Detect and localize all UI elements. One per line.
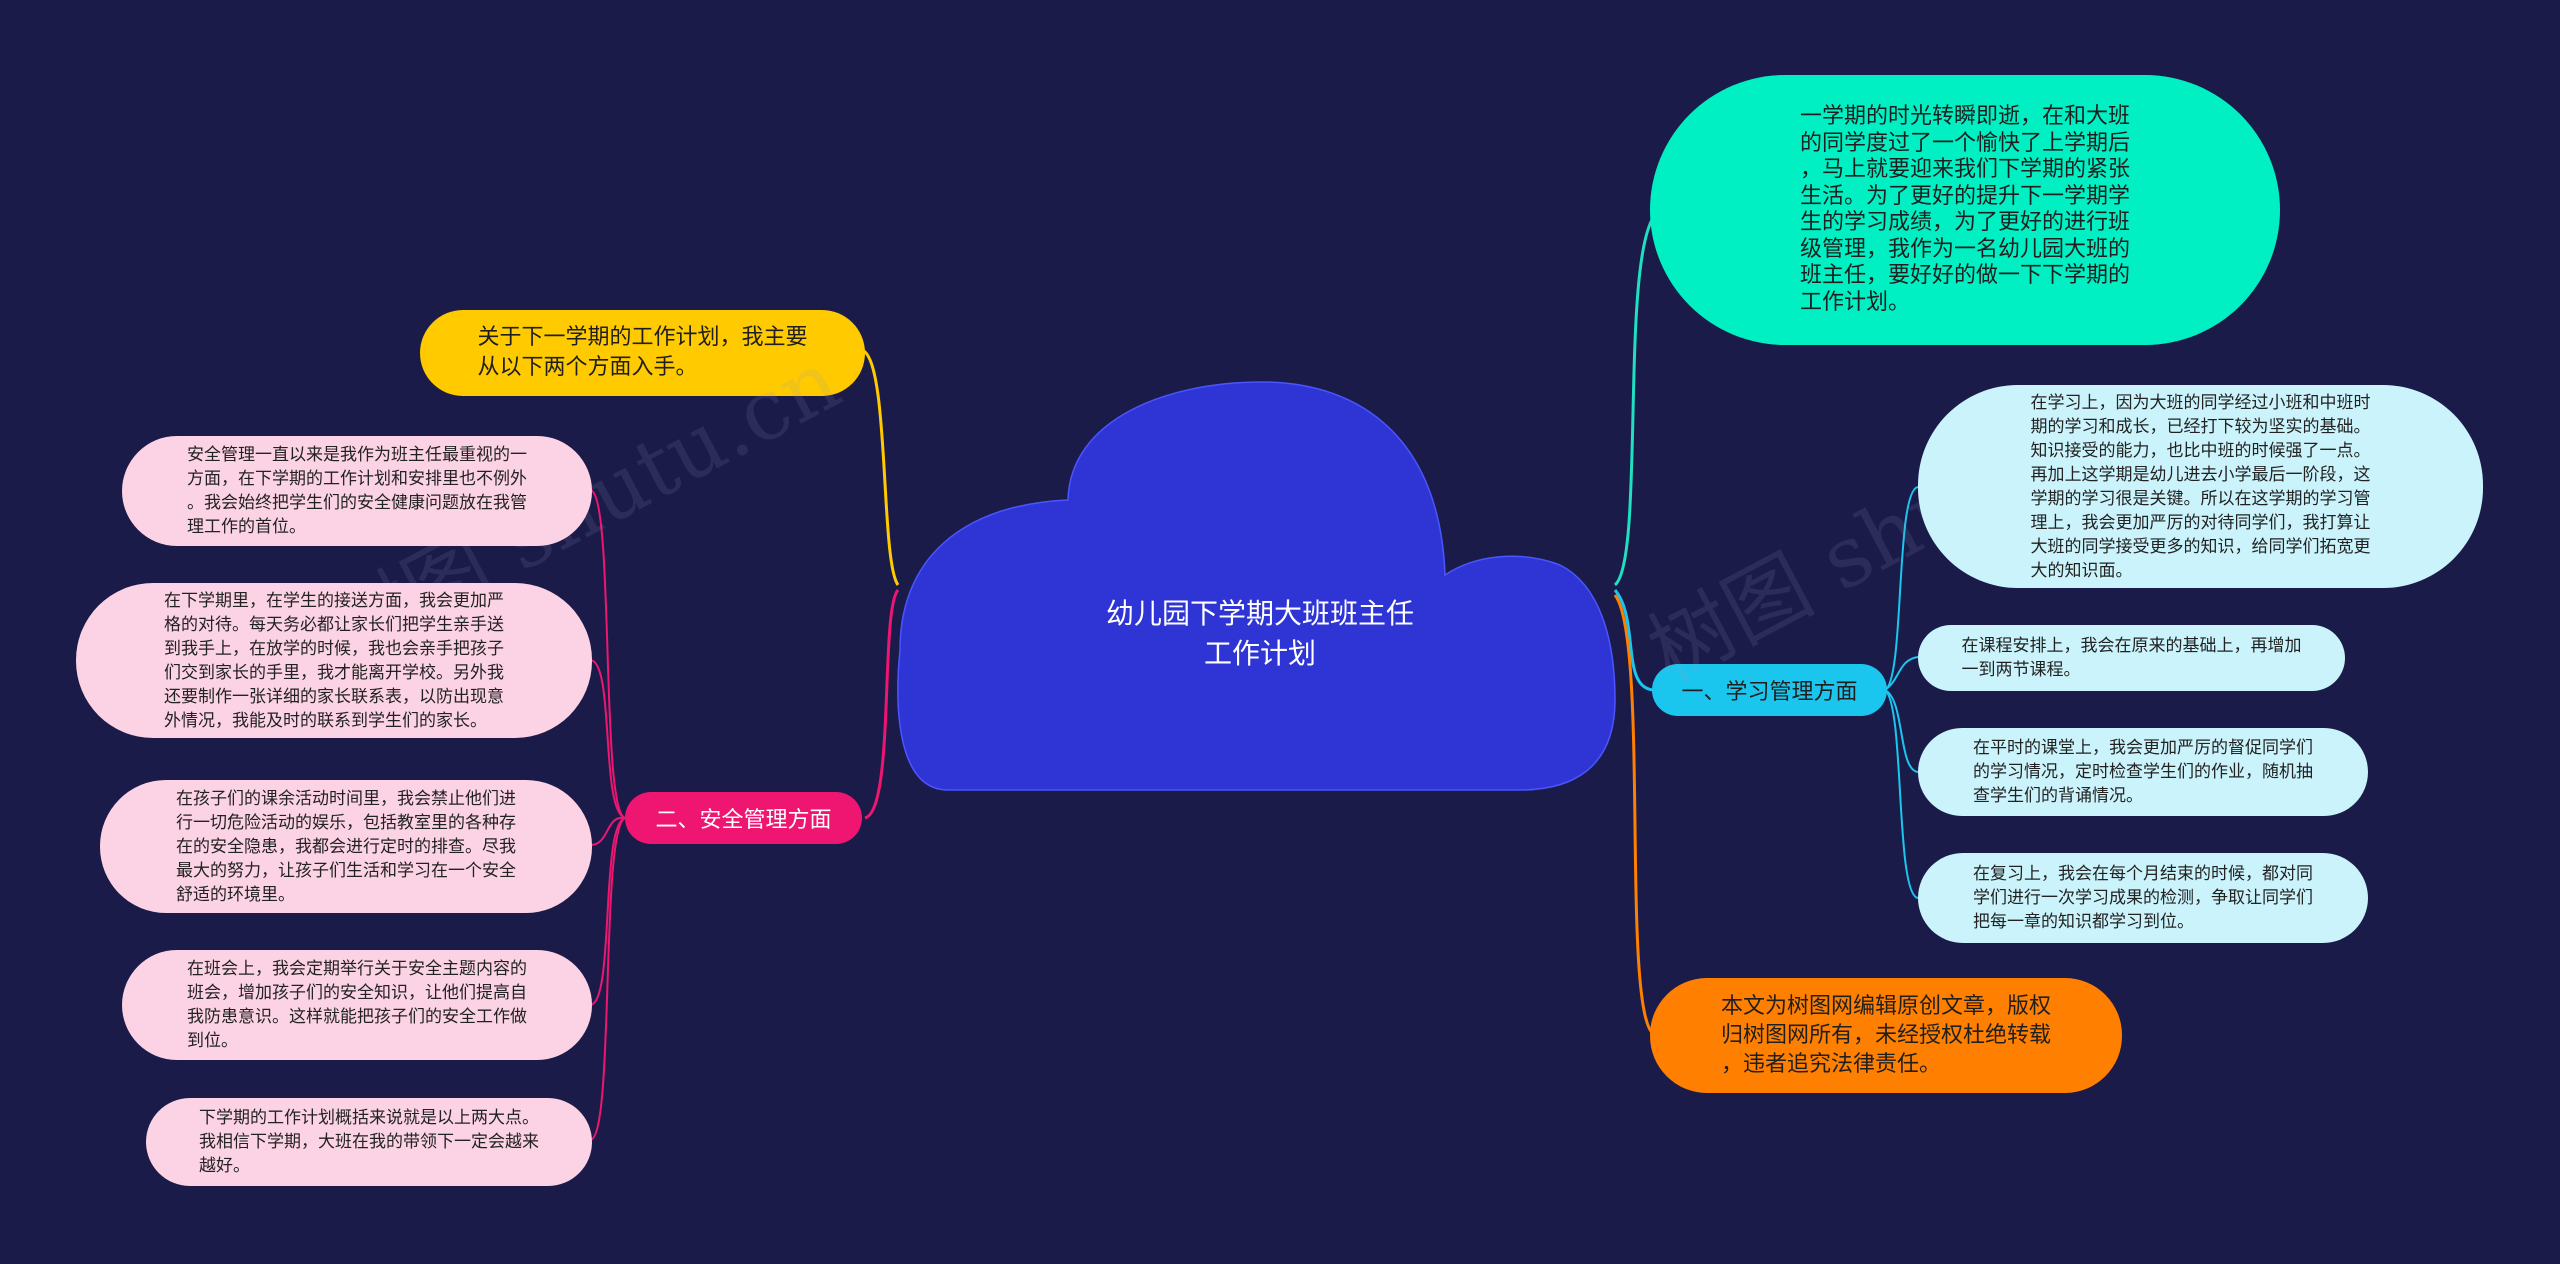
connector-study-2 <box>1884 656 1919 691</box>
study-item-2[interactable]: 在课程安排上，我会在原来的基础上，再增加 一到两节课程。 <box>1918 625 2345 691</box>
intro-left-shape <box>420 310 865 396</box>
study-label-shape <box>1652 664 1887 716</box>
safety-item-text: 下学期的工作计划概括来说就是以上两大点。 我相信下学期，大班在我的带领下一定会越… <box>199 1108 539 1176</box>
safety-item-text: 安全管理一直以来是我作为班主任最重视的一 方面，在下学期的工作计划和安排里也不例… <box>187 445 527 537</box>
intro-right-text: 一学期的时光转瞬即逝，在和大班 的同学度过了一个愉快了上学期后 ，马上就要迎来我… <box>1799 104 2130 315</box>
safety-item-1[interactable]: 安全管理一直以来是我作为班主任最重视的一 方面，在下学期的工作计划和安排里也不例… <box>122 436 592 546</box>
study-item-3[interactable]: 在平时的课堂上，我会更加严厉的督促同学们 的学习情况，定时检查学生们的作业，随机… <box>1918 728 2368 816</box>
connector-safety-2 <box>589 659 626 819</box>
safety-item-4[interactable]: 在班会上，我会定期举行关于安全主题内容的 班会，增加孩子们的安全知识，让他们提高… <box>122 950 592 1060</box>
intro-right-node[interactable]: 一学期的时光转瞬即逝，在和大班 的同学度过了一个愉快了上学期后 ，马上就要迎来我… <box>1650 75 2280 345</box>
study-label-text: 一、学习管理方面 <box>1681 680 1858 705</box>
copyright-text: 本文为树图网编辑原创文章，版权 归树图网所有，未经授权杜绝转载 ，违者追究法律责… <box>1720 994 2051 1077</box>
safety-item-5[interactable]: 下学期的工作计划概括来说就是以上两大点。 我相信下学期，大班在我的带领下一定会越… <box>146 1098 592 1186</box>
safety-item-text: 在孩子们的课余活动时间里，我会禁止他们进 行一切危险活动的娱乐，包括教室里的各种… <box>176 788 516 905</box>
study-item-text: 在学习上，因为大班的同学经过小班和中班时 期的学习和成长，已经打下较为坚实的基础… <box>2030 392 2371 581</box>
study-item-text: 在课程安排上，我会在原来的基础上，再增加 一到两节课程。 <box>1961 636 2302 680</box>
connector-study-4 <box>1884 689 1919 899</box>
safety-branch-label[interactable]: 二、安全管理方面 <box>625 792 862 844</box>
connector-root-intro <box>1613 214 1657 587</box>
root-cloud-shape <box>897 381 1616 791</box>
study-item-4[interactable]: 在复习上，我会在每个月结束的时候，都对同 学们进行一次学习成果的检测，争取让同学… <box>1918 853 2368 943</box>
copyright-shape <box>1650 978 2122 1093</box>
connector-root-safety <box>864 589 900 820</box>
safety-label-text: 二、安全管理方面 <box>655 808 832 833</box>
copyright-node[interactable]: 本文为树图网编辑原创文章，版权 归树图网所有，未经授权杜绝转载 ，违者追究法律责… <box>1650 978 2122 1093</box>
connector-safety-3 <box>589 816 626 846</box>
intro-left-text: 关于下一学期的工作计划，我主要 从以下两个方面入手。 <box>477 325 808 380</box>
connector-root-study <box>1613 589 1656 692</box>
connector-safety-4 <box>589 817 626 1006</box>
safety-item-text: 在班会上，我会定期举行关于安全主题内容的 班会，增加孩子们的安全知识，让他们提高… <box>187 959 527 1051</box>
connector-root-intro-left <box>861 348 900 586</box>
study-item-text: 在复习上，我会在每个月结束的时候，都对同 学们进行一次学习成果的检测，争取让同学… <box>1973 864 2313 932</box>
study-item-text: 在平时的课堂上，我会更加严厉的督促同学们 的学习情况，定时检查学生们的作业，随机… <box>1973 738 2313 806</box>
safety-item-3[interactable]: 在孩子们的课余活动时间里，我会禁止他们进 行一切危险活动的娱乐，包括教室里的各种… <box>100 780 592 913</box>
intro-left-node[interactable]: 关于下一学期的工作计划，我主要 从以下两个方面入手。 <box>420 310 865 396</box>
study-item-1[interactable]: 在学习上，因为大班的同学经过小班和中班时 期的学习和成长，已经打下较为坚实的基础… <box>1918 385 2483 588</box>
connector-study-1 <box>1884 486 1919 691</box>
connector-safety-1 <box>589 489 626 819</box>
connector-root-copyright <box>1613 594 1656 1037</box>
safety-item-2[interactable]: 在下学期里，在学生的接送方面，我会更加严 格的对待。每天务必都让家长们把学生亲手… <box>76 583 592 738</box>
study-branch-label[interactable]: 一、学习管理方面 <box>1652 664 1887 716</box>
intro-right-shape <box>1650 75 2280 345</box>
safety-item-text: 在下学期里，在学生的接送方面，我会更加严 格的对待。每天务必都让家长们把学生亲手… <box>164 590 504 731</box>
connector-safety-5 <box>589 817 626 1141</box>
safety-label-shape <box>625 792 862 844</box>
connector-study-3 <box>1884 689 1919 773</box>
root-title[interactable]: 幼儿园下学期大班班主任 工作计划 <box>1105 597 1414 670</box>
